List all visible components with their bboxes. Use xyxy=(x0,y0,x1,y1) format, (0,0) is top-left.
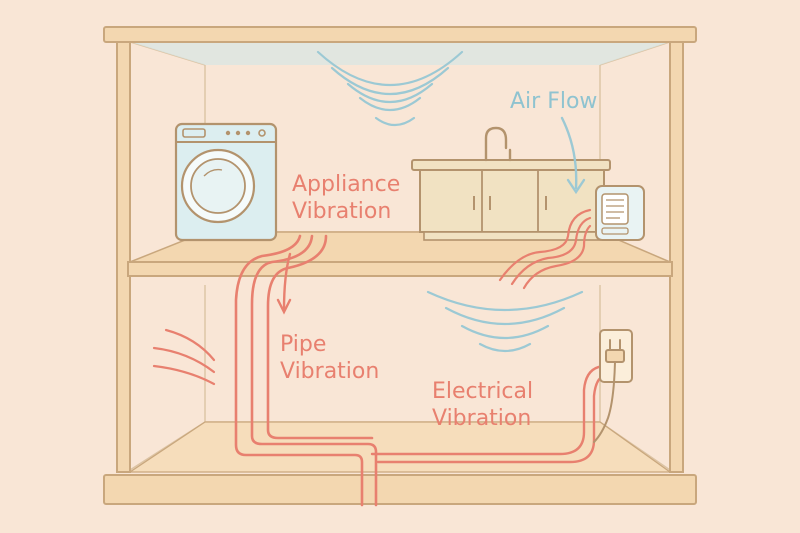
left-post xyxy=(116,41,131,473)
top-beam xyxy=(103,26,697,43)
electrical-vibration-label-line2: Vibration xyxy=(432,406,531,431)
air-flow-arrow xyxy=(560,116,586,195)
air-flow-label: Air Flow xyxy=(510,89,597,114)
purifier-vibration-lines xyxy=(498,208,592,290)
air-purifier-icon xyxy=(595,185,645,241)
faucet-icon xyxy=(484,126,512,162)
pipe-vibration-arrow xyxy=(276,252,292,315)
floor-air-waves xyxy=(426,290,584,353)
washing-machine-icon xyxy=(174,122,278,242)
right-post xyxy=(669,41,684,473)
bottom-floor-beam xyxy=(103,474,697,505)
middle-floor-beam xyxy=(127,261,673,277)
appliance-vibration-label-line1: Appliance xyxy=(292,172,400,197)
wall-vibration-lines xyxy=(152,328,216,386)
plug-icon xyxy=(593,339,625,443)
ceiling-air-waves xyxy=(316,50,464,127)
pipe-vibration-label-line2: Vibration xyxy=(280,359,379,384)
electrical-vibration-label-line1: Electrical xyxy=(432,379,533,404)
bottom-floor-top xyxy=(127,421,673,473)
pipe-vibration-label-line1: Pipe xyxy=(280,332,326,357)
appliance-vibration-label-line2: Vibration xyxy=(292,199,391,224)
ceiling-underside xyxy=(130,42,670,65)
